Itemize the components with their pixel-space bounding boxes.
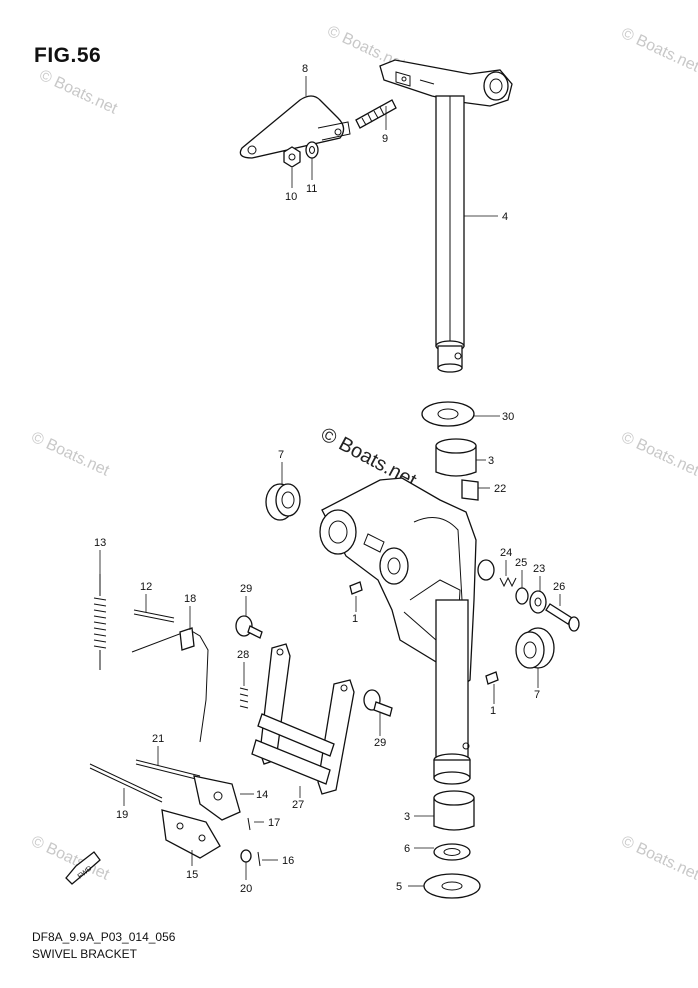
part-26-bolt xyxy=(545,603,580,632)
callout-9: 9 xyxy=(382,133,388,145)
part-1-grease-nipple-left xyxy=(349,581,363,595)
part-4-steering-shaft xyxy=(379,59,513,373)
callout-20: 20 xyxy=(240,883,252,895)
callout-29-lower: 29 xyxy=(374,737,386,749)
part-29-bolt-upper xyxy=(235,615,263,639)
callout-28: 28 xyxy=(237,649,249,661)
callout-15: 15 xyxy=(186,869,198,881)
part-14-stopper xyxy=(193,775,241,821)
part-20-washer xyxy=(240,849,252,863)
part-19-shaft xyxy=(89,763,163,803)
callout-24: 24 xyxy=(500,547,512,559)
callout-6: 6 xyxy=(404,843,410,855)
part-28-spring xyxy=(239,687,249,709)
callout-7-lower: 7 xyxy=(534,689,540,701)
fwd-direction-arrow xyxy=(65,851,101,885)
part-12-pin xyxy=(133,609,175,623)
callout-19: 19 xyxy=(116,809,128,821)
part-3-bushing-lower xyxy=(433,790,475,831)
part-18-lever xyxy=(131,627,209,743)
callout-1-left: 1 xyxy=(352,613,358,625)
callout-27: 27 xyxy=(292,799,304,811)
callout-25: 25 xyxy=(515,557,527,569)
callout-3-upper: 3 xyxy=(488,455,494,467)
callout-13: 13 xyxy=(94,537,106,549)
callout-26: 26 xyxy=(553,581,565,593)
part-24-spring xyxy=(499,576,517,588)
callout-3-lower: 3 xyxy=(404,811,410,823)
callout-8: 8 xyxy=(302,63,308,75)
part-27-tilt-frame xyxy=(251,643,355,795)
part-13-spring xyxy=(93,574,107,670)
part-29-bolt-lower xyxy=(363,689,393,717)
callout-7-upper: 7 xyxy=(278,449,284,461)
leader-lines xyxy=(99,76,561,887)
part-3-bushing-upper xyxy=(435,438,477,477)
callout-labels: 8 9 10 11 4 30 3 22 7 13 12 18 29 28 1 2… xyxy=(94,63,565,895)
callout-18: 18 xyxy=(184,593,196,605)
part-23-bushing xyxy=(529,590,547,614)
part-30-washer xyxy=(421,401,475,427)
part-6-washer xyxy=(433,843,471,861)
part-15-lock-lever xyxy=(161,809,221,859)
part-16-pin xyxy=(257,851,261,867)
callout-5: 5 xyxy=(396,881,402,893)
callout-1-right: 1 xyxy=(490,705,496,717)
part-10-nut xyxy=(283,146,301,168)
figure-code: DF8A_9.9A_P03_014_056 xyxy=(32,930,176,944)
part-7-bushing-right xyxy=(515,627,555,669)
part-1-grease-nipple-right xyxy=(485,671,499,685)
callout-12: 12 xyxy=(140,581,152,593)
part-21-shaft xyxy=(135,759,201,781)
part-17-pin xyxy=(247,817,251,831)
callout-10: 10 xyxy=(285,191,297,203)
callout-14: 14 xyxy=(256,789,268,801)
part-9-stud xyxy=(355,99,397,129)
part-22-pad xyxy=(461,479,479,501)
callout-11: 11 xyxy=(306,183,317,195)
callout-16: 16 xyxy=(282,855,294,867)
callout-17: 17 xyxy=(268,817,280,829)
figure-name: SWIVEL BRACKET xyxy=(32,947,137,961)
part-5-washer xyxy=(423,873,481,899)
part-7-bushing-left xyxy=(265,483,301,521)
part-4-lower-shaft xyxy=(433,599,471,785)
callout-22: 22 xyxy=(494,483,506,495)
part-11-washer xyxy=(305,141,319,159)
callout-4: 4 xyxy=(502,211,508,223)
callout-30: 30 xyxy=(502,411,514,423)
part-8-plate xyxy=(239,95,351,159)
part-25-washer xyxy=(515,587,529,605)
callout-21: 21 xyxy=(152,733,164,745)
figure-title: FIG.56 xyxy=(34,44,102,67)
callout-23: 23 xyxy=(533,563,545,575)
callout-29-upper: 29 xyxy=(240,583,252,595)
